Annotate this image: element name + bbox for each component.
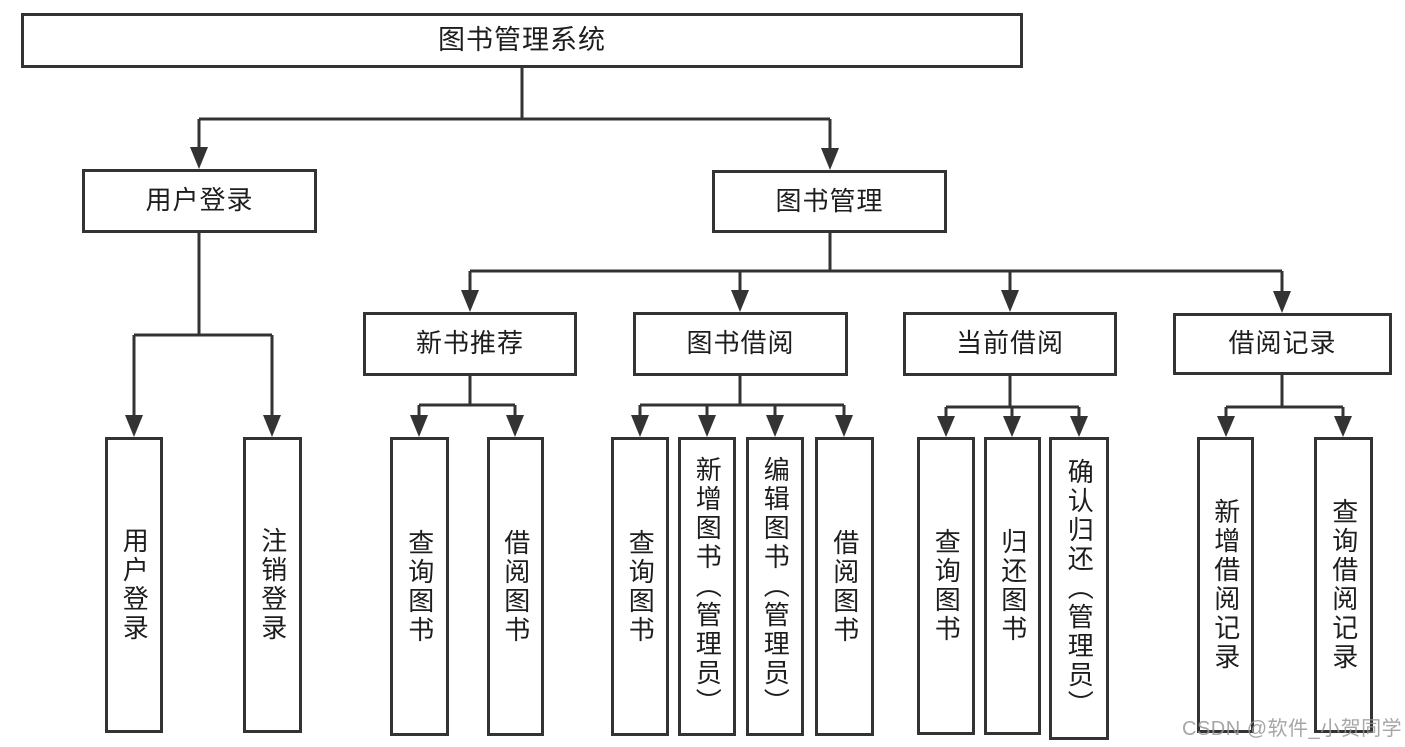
leaf-borrowing-query-books: 查询图书 (611, 437, 669, 736)
node-current-borrowing: 当前借阅 (903, 312, 1117, 376)
leaf-current-confirm-return-admin: 确认归还（管理员） (1049, 437, 1109, 740)
node-borrowing-records: 借阅记录 (1173, 313, 1392, 375)
leaf-user-login: 用户登录 (105, 437, 163, 733)
leaf-borrowing-borrow-books: 借阅图书 (815, 437, 874, 736)
leaf-records-add-record: 新增借阅记录 (1197, 437, 1254, 733)
node-book-management: 图书管理 (712, 170, 947, 233)
leaf-recommend-query-books: 查询图书 (390, 437, 449, 736)
leaf-records-query-record: 查询借阅记录 (1314, 437, 1373, 733)
node-new-book-recommend: 新书推荐 (363, 312, 577, 376)
leaf-current-query-books: 查询图书 (917, 437, 975, 735)
leaf-borrowing-add-books-admin: 新增图书（管理员） (678, 437, 736, 736)
node-book-borrowing: 图书借阅 (633, 312, 848, 376)
csdn-watermark: CSDN @软件_小贺同学 (1182, 718, 1403, 740)
leaf-recommend-borrow-books: 借阅图书 (487, 437, 544, 736)
leaf-borrowing-edit-books-admin: 编辑图书（管理员） (746, 437, 804, 736)
leaf-current-return-books: 归还图书 (984, 437, 1041, 735)
leaf-logout: 注销登录 (243, 437, 302, 733)
node-user-login: 用户登录 (82, 169, 317, 233)
node-root-system: 图书管理系统 (21, 13, 1023, 68)
